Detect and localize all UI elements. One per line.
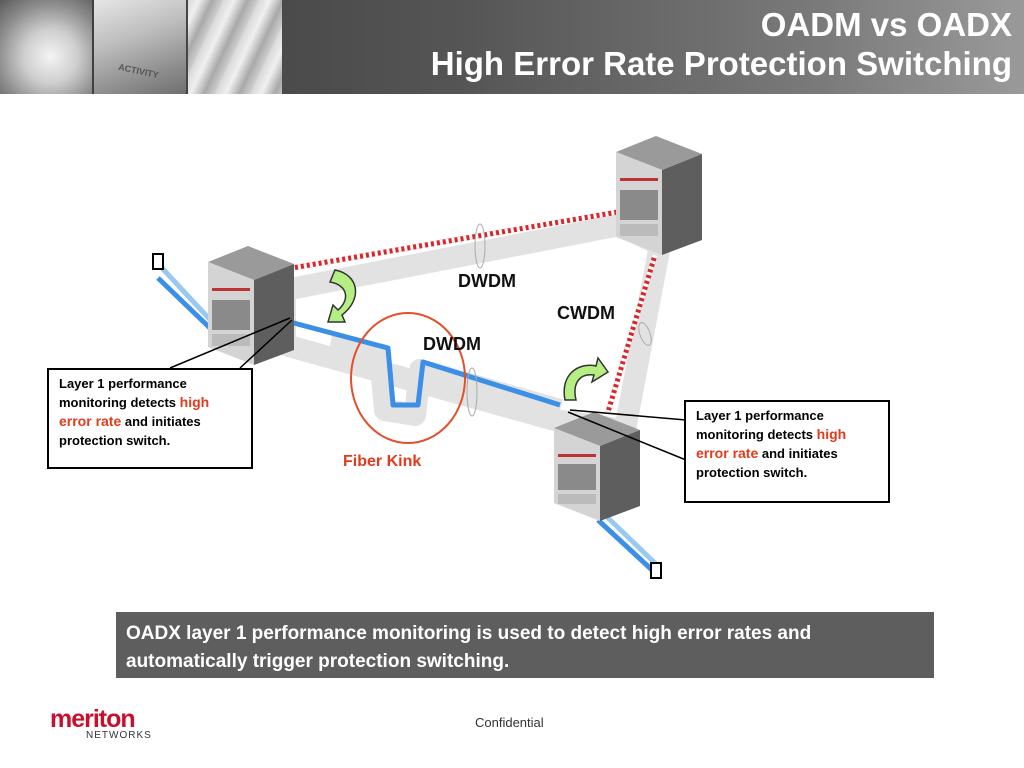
- callout-right-line3: error rate and initiates: [696, 444, 880, 463]
- fiber-kink-circle: [350, 312, 466, 444]
- callout-left-highlight-high: high: [179, 394, 210, 410]
- logo-subtitle: NETWORKS: [86, 730, 152, 741]
- protection-link-cwdm: [605, 254, 658, 413]
- protection-link-dwdm-dash: [291, 209, 619, 271]
- callout-right: Layer 1 performance monitoring detects h…: [684, 400, 890, 503]
- summary-banner: OADX layer 1 performance monitoring is u…: [116, 612, 934, 678]
- label-dwdm-mid: DWDM: [423, 334, 481, 354]
- client-port-right: [650, 562, 662, 579]
- node-rack-right: [554, 412, 640, 521]
- header-photo-dial: [0, 0, 92, 94]
- client-fiber-left-light: [160, 266, 217, 327]
- callout-right-line4: protection switch.: [696, 465, 808, 480]
- header-photo-device: ACTIVITY: [94, 0, 186, 94]
- wavelength-marker-mid: [466, 367, 478, 417]
- client-fiber-right-light: [603, 513, 659, 567]
- callout-left-text-initiates: and initiates: [124, 414, 201, 429]
- wavelength-marker-cwdm: [638, 322, 652, 346]
- callout-left-pointer-a: [169, 317, 291, 369]
- callout-left-text: monitoring detects: [59, 395, 177, 410]
- wavelength-marker-top: [474, 223, 486, 269]
- label-cwdm: CWDM: [557, 303, 615, 323]
- callout-left: Layer 1 performance monitoring detects h…: [47, 368, 253, 469]
- header-photo-fiber: [188, 0, 282, 94]
- switch-arrow-left: [326, 269, 357, 323]
- callout-left-pointer-b: [239, 319, 293, 369]
- header-banner: ACTIVITY OADM vs OADX High Error Rate Pr…: [0, 0, 1024, 94]
- confidential-label: Confidential: [475, 715, 544, 730]
- callout-left-highlight-error-rate: error rate: [59, 413, 122, 429]
- callout-right-pointer-b: [569, 409, 687, 421]
- working-fiber: [289, 319, 561, 408]
- callout-left-line2: monitoring detects high: [59, 393, 243, 412]
- kink-background: [327, 334, 564, 426]
- callout-right-text: monitoring detects: [696, 427, 814, 442]
- callout-right-text-initiates: and initiates: [761, 446, 838, 461]
- callout-left-line3: error rate and initiates: [59, 412, 243, 431]
- label-fiber-kink: Fiber Kink: [343, 453, 421, 470]
- photo-caption: ACTIVITY: [117, 61, 160, 81]
- client-fiber-left: [156, 276, 214, 332]
- callout-right-highlight-error-rate: error rate: [696, 445, 759, 461]
- node-rack-left: [208, 246, 294, 365]
- callout-right-line2: monitoring detects high: [696, 425, 880, 444]
- client-fiber-right: [596, 518, 654, 572]
- network-diagram: DWDM CWDM DWDM Fiber Kink: [152, 136, 702, 579]
- callout-right-line1: Layer 1 performance: [696, 408, 824, 423]
- company-logo: meriton NETWORKS: [50, 706, 152, 741]
- ring-background: [274, 214, 671, 441]
- title-line-2: High Error Rate Protection Switching: [430, 45, 1012, 82]
- callout-left-line4: protection switch.: [59, 433, 171, 448]
- node-rack-top: [616, 136, 702, 255]
- label-dwdm-top: DWDM: [458, 271, 516, 291]
- callout-right-pointer-a: [567, 411, 687, 461]
- page-title: OADM vs OADX High Error Rate Protection …: [431, 6, 1012, 84]
- title-line-1: OADM vs OADX: [760, 6, 1012, 43]
- switch-arrow-right: [563, 356, 610, 401]
- logo-wordmark: meriton: [50, 705, 136, 733]
- client-port-left: [152, 253, 164, 270]
- callout-right-highlight-high: high: [816, 426, 847, 442]
- callout-left-line1: Layer 1 performance: [59, 376, 187, 391]
